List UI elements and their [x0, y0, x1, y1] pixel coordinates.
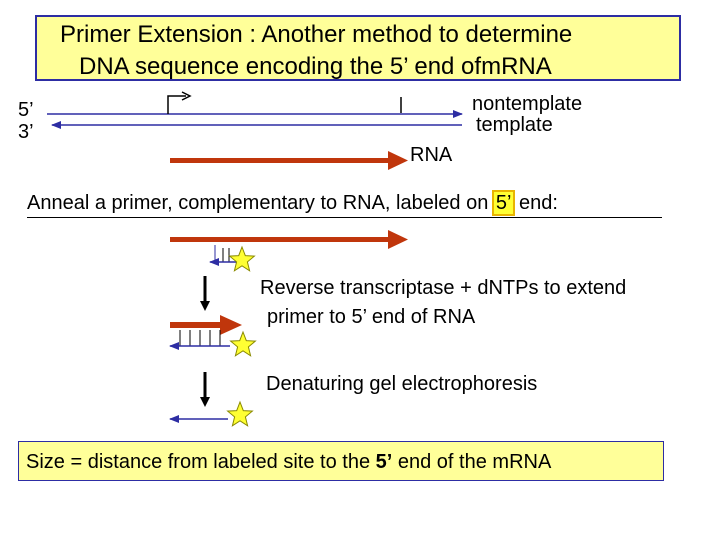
- step-2-label: Denaturing gel electrophoresis: [266, 373, 538, 395]
- title-line-2: DNA sequence encoding the 5’ end ofmRNA: [79, 53, 552, 80]
- conclusion-text-end: end of the mRNA: [392, 451, 552, 473]
- anneal-text-end: end:: [513, 192, 558, 214]
- five-prime-label: 5’: [18, 99, 34, 121]
- nontemplate-label: nontemplate: [472, 93, 583, 115]
- step-1-line-1: Reverse transcriptase + dNTPs to extend: [260, 277, 627, 299]
- label-star-icon: [226, 400, 254, 427]
- three-prime-label: 3’: [18, 121, 34, 143]
- extended-primer: [169, 330, 230, 350]
- anneal-instruction: Anneal a primer, complementary to RNA, l…: [27, 190, 558, 216]
- conclusion-bold: 5’: [375, 451, 393, 473]
- annealed-primer: [209, 245, 236, 266]
- anneal-text: Anneal a primer, complementary to RNA, l…: [27, 192, 494, 214]
- transcription-start-arrow: [167, 91, 192, 114]
- rna-arrow: [170, 151, 408, 170]
- template-label: template: [476, 114, 553, 136]
- conclusion-box: Size = distance from labeled site to the…: [18, 441, 664, 481]
- conclusion-text-start: Size = distance from labeled site to the: [26, 451, 376, 473]
- step-1-line-2: primer to 5’ end of RNA: [267, 306, 476, 328]
- label-star-icon: [229, 330, 257, 357]
- anneal-highlight: 5’: [491, 190, 516, 216]
- rna-arrow-annealed: [170, 230, 408, 249]
- process-arrow-2-icon: [200, 372, 210, 407]
- label-star-icon: [228, 245, 256, 272]
- rna-arrow-short: [170, 315, 242, 335]
- rna-label: RNA: [410, 144, 453, 166]
- conclusion-text: Size = distance from labeled site to the…: [26, 451, 551, 474]
- title-box: Primer Extension : Another method to det…: [35, 15, 681, 81]
- anneal-underline: [27, 217, 662, 218]
- process-arrow-1-icon: [200, 276, 210, 311]
- title-line-1: Primer Extension : Another method to det…: [60, 21, 573, 48]
